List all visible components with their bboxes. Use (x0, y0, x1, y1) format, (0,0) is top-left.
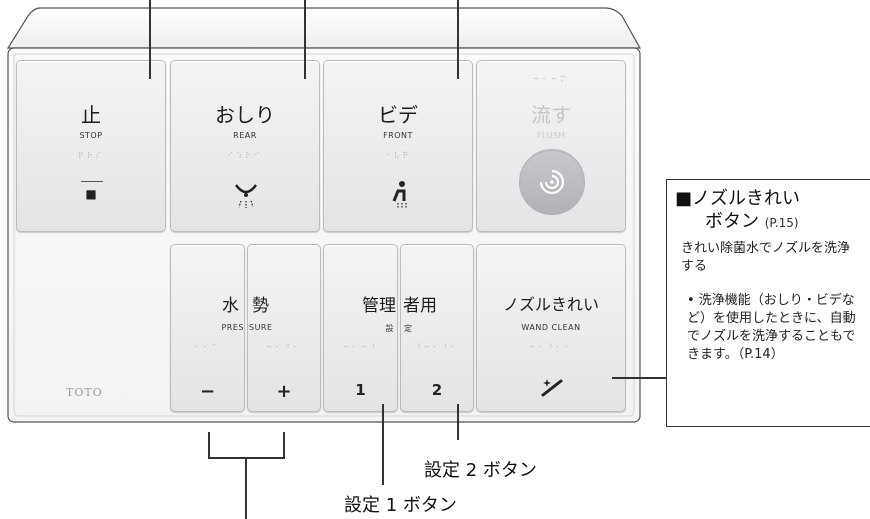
setting-2-number: 2 (431, 381, 443, 399)
setting-1-braille: ⠒⠂⠒⠘ (342, 343, 379, 352)
flush-button[interactable]: ⠒⠂⠒⠍ 流す FLUSH (476, 60, 626, 232)
wand-clean-braille: ⠒⠂⠘⠂⠂ (528, 343, 574, 352)
plus-icon: + (276, 381, 292, 402)
stop-braille: ⠟⠗⠎ (77, 151, 105, 160)
callout-title-text: ボタン (705, 211, 759, 232)
pressure-minus-button[interactable]: 水 PRES ⠂⠂⠁ − (170, 244, 245, 412)
setting-2-button[interactable]: 者用 定 ⠘⠒⠂⠘⠂ 2 (400, 244, 474, 412)
setting-1-en-label: 設 (385, 324, 394, 333)
stop-icon: ■ (85, 187, 97, 201)
flush-swirl-icon (539, 169, 565, 195)
setting-2-caption: 設定 2 ボタン (424, 460, 537, 481)
flush-en-label: FLUSH (536, 131, 566, 140)
front-braille: ⠐⠧⠟ (384, 151, 412, 160)
callout-title-line1: ■ノズルきれい (675, 188, 801, 209)
pressure-minus-braille: ⠂⠂⠁ (194, 343, 221, 352)
rear-button[interactable]: おしり REAR ⠊⠱⠗⠊ (170, 60, 320, 232)
wand-clean-label: ノズルきれい (502, 295, 599, 314)
pressure-plus-label: 勢 (252, 296, 269, 316)
pressure-minus-en-label: PRES (221, 323, 244, 332)
wand-clean-en-label: WAND CLEAN (521, 323, 581, 332)
setting-1-number: 1 (355, 381, 366, 399)
rear-en-label: REAR (233, 131, 257, 140)
stop-bar (81, 181, 103, 182)
setting-2-braille: ⠘⠒⠂⠘⠂ (414, 343, 460, 352)
wand-clean-icon (541, 379, 563, 397)
setting-1-label: 管理 (362, 296, 396, 316)
callout-title-line2: ボタン (P.15) (705, 207, 799, 233)
pressure-minus-label: 水 (222, 296, 239, 316)
setting-2-en-label: 定 (404, 324, 413, 333)
wand-clean-callout: ■ノズルきれい ボタン (P.15) きれい除菌水でノズルを洗浄する • 洗浄機… (666, 179, 870, 427)
callout-bullet: • 洗浄機能（おしり・ビデなど）を使用したときに、自動でノズルを洗浄することもで… (687, 293, 856, 362)
callout-description: きれい除菌水でノズルを洗浄する (681, 241, 851, 274)
toto-logo: TOTO (66, 386, 103, 399)
flush-braille-top: ⠒⠂⠒⠍ (533, 75, 569, 84)
flush-label: 流す (531, 103, 571, 127)
front-label: ビデ (378, 103, 418, 127)
rear-label: おしり (215, 103, 275, 127)
stop-label: 止 (81, 103, 101, 127)
stop-en-label: STOP (79, 131, 103, 140)
minus-icon: − (199, 381, 216, 402)
setting-1-caption: 設定 1 ボタン (344, 495, 457, 516)
setting-1-button[interactable]: 管理 設 ⠒⠂⠒⠘ 1 (323, 244, 398, 412)
front-wash-icon (392, 181, 407, 208)
wand-clean-button[interactable]: ノズルきれい WAND CLEAN ⠒⠂⠘⠂⠂ (476, 244, 626, 412)
rear-wash-icon (234, 184, 258, 208)
pressure-plus-braille: ⠒⠂⠘⠂ (266, 343, 302, 352)
pressure-plus-button[interactable]: 勢 SURE ⠒⠂⠘⠂ + (247, 244, 321, 412)
rear-braille: ⠊⠱⠗⠊ (227, 151, 263, 160)
callout-title-ref: (P.15) (764, 216, 799, 230)
flush-circle (519, 149, 585, 215)
front-en-label: FRONT (383, 131, 413, 140)
stop-button[interactable]: 止 STOP ⠟⠗⠎ ■ (16, 60, 166, 232)
front-button[interactable]: ビデ FRONT ⠐⠧⠟ (323, 60, 473, 232)
pressure-plus-en-label: SURE (249, 323, 273, 332)
setting-2-label: 者用 (403, 296, 437, 316)
